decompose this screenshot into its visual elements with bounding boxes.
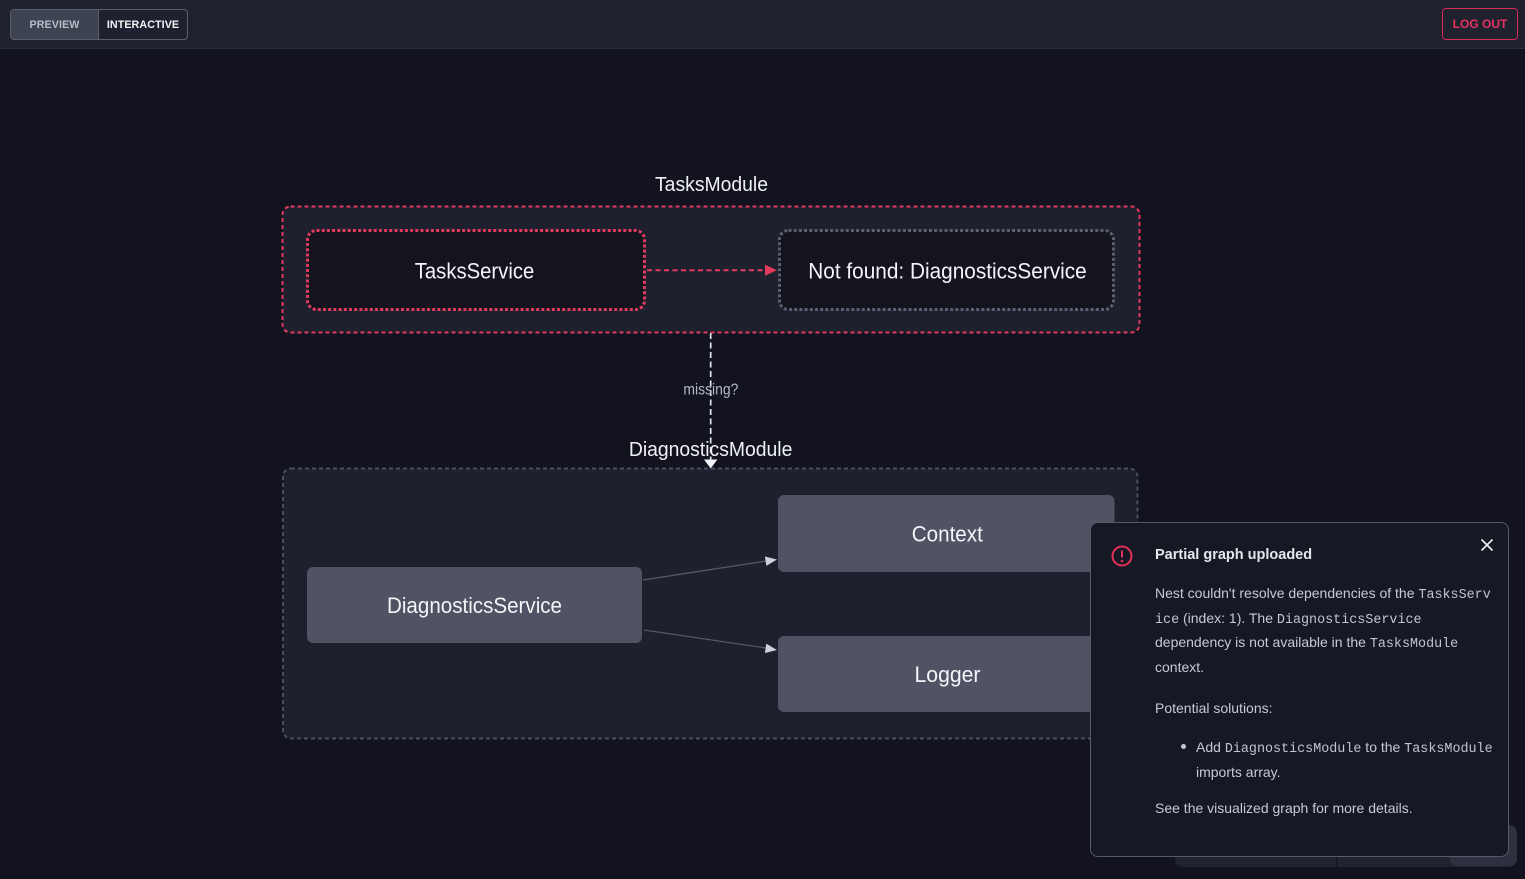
svg-text:TasksService: TasksService xyxy=(415,258,535,283)
svg-text:TasksModule: TasksModule xyxy=(655,174,768,196)
svg-text:DiagnosticsModule: DiagnosticsModule xyxy=(629,439,793,461)
svg-text:Context: Context xyxy=(912,522,983,547)
svg-text:DiagnosticsService: DiagnosticsService xyxy=(387,593,562,618)
svg-text:Logger: Logger xyxy=(915,662,981,687)
svg-text:missing?: missing? xyxy=(683,382,738,399)
svg-text:Not found: DiagnosticsService: Not found: DiagnosticsService xyxy=(808,258,1087,283)
